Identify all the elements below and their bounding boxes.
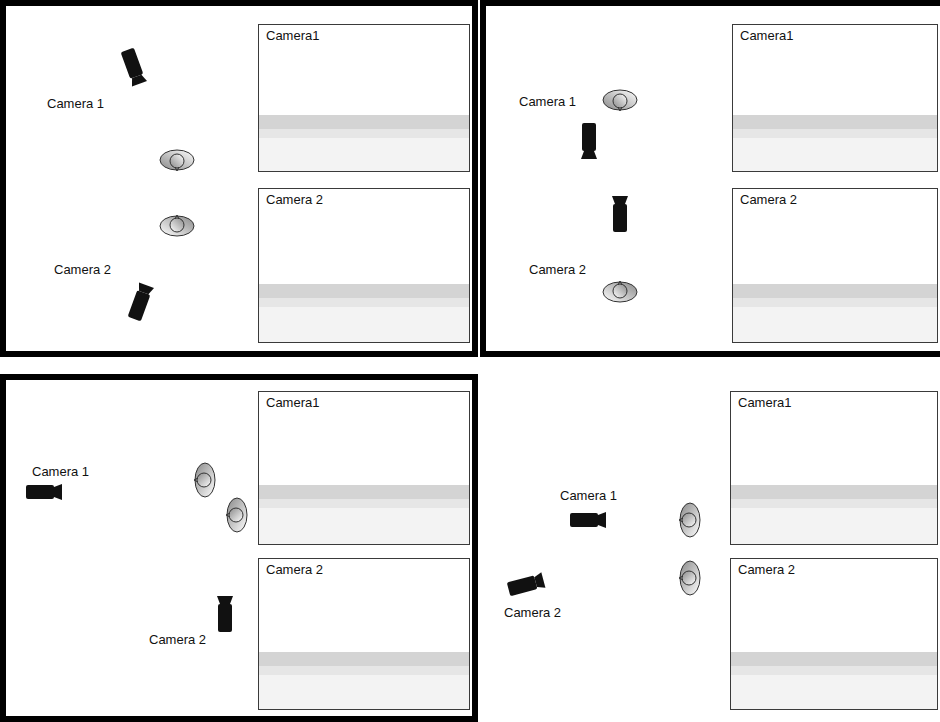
camera-view-frame: Camera 2 (732, 188, 938, 343)
view-title: Camera 2 (737, 192, 800, 207)
camera-label: Camera 2 (52, 262, 113, 277)
camera-label: Camera 2 (147, 632, 208, 647)
view-title: Camera 2 (263, 562, 326, 577)
camera-label: Camera 1 (45, 96, 106, 111)
camera-view-frame: Camera1 (730, 391, 938, 545)
view-title: Camera1 (263, 395, 322, 410)
view-title: Camera1 (263, 28, 322, 43)
view-title: Camera 2 (735, 562, 798, 577)
camera-view-frame: Camera1 (732, 24, 938, 172)
camera-label: Camera 2 (527, 262, 588, 277)
view-title: Camera1 (737, 28, 796, 43)
camera-view-frame: Camera1 (258, 391, 470, 545)
camera-view-frame: Camera 2 (730, 558, 938, 710)
camera-view-frame: Camera1 (258, 24, 470, 172)
camera-view-frame: Camera 2 (258, 188, 470, 343)
view-title: Camera1 (735, 395, 794, 410)
view-title: Camera 2 (263, 192, 326, 207)
camera-view-frame: Camera 2 (258, 558, 470, 710)
camera-label: Camera 1 (558, 488, 619, 503)
camera-label: Camera 1 (30, 464, 91, 479)
camera-label: Camera 1 (517, 94, 578, 109)
camera-label: Camera 2 (502, 605, 563, 620)
